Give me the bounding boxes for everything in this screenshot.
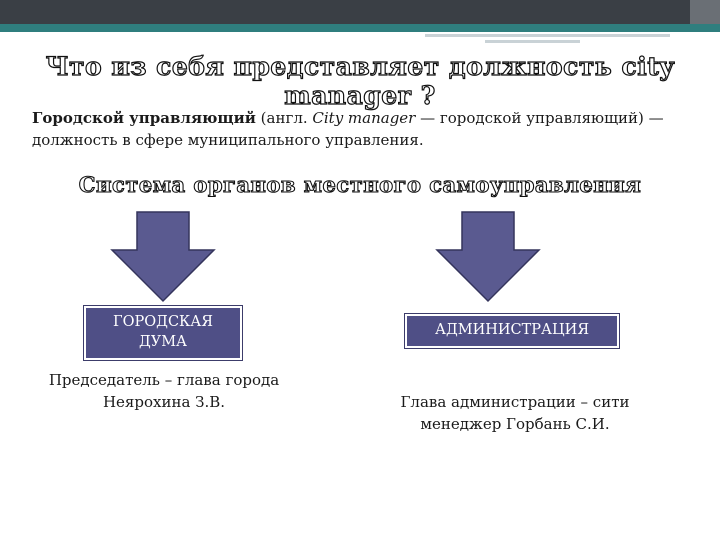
- header-divider-line: [425, 34, 670, 37]
- header-bar-accent: [690, 0, 720, 24]
- page-title: Что из себя представляет должность city …: [45, 51, 675, 110]
- diagram-subtitle: Система органов местного самоуправления: [78, 171, 642, 197]
- definition-en-term: City manager: [312, 109, 416, 127]
- arrow-left: [110, 211, 216, 303]
- administration-head-caption: Глава администрации – сити менеджер Горб…: [400, 393, 630, 433]
- header-divider-line-short: [485, 40, 580, 43]
- definition-rest: — городской управляющий) — должность в с…: [32, 109, 664, 149]
- definition-pre-en: (англ.: [255, 109, 313, 127]
- administration-box: АДМИНИСТРАЦИЯ: [404, 313, 620, 349]
- header-bar-dark: [0, 0, 720, 24]
- city-duma-box: ГОРОДСКАЯ ДУМА: [83, 305, 243, 361]
- arrow-right: [435, 211, 541, 303]
- definition-term: Городской управляющий: [32, 109, 256, 127]
- header-bar-teal: [0, 24, 720, 32]
- duma-chairman-caption: Председатель – глава города Неярохина З.…: [48, 371, 280, 411]
- definition-text: Городской управляющий (англ. City manage…: [32, 108, 702, 152]
